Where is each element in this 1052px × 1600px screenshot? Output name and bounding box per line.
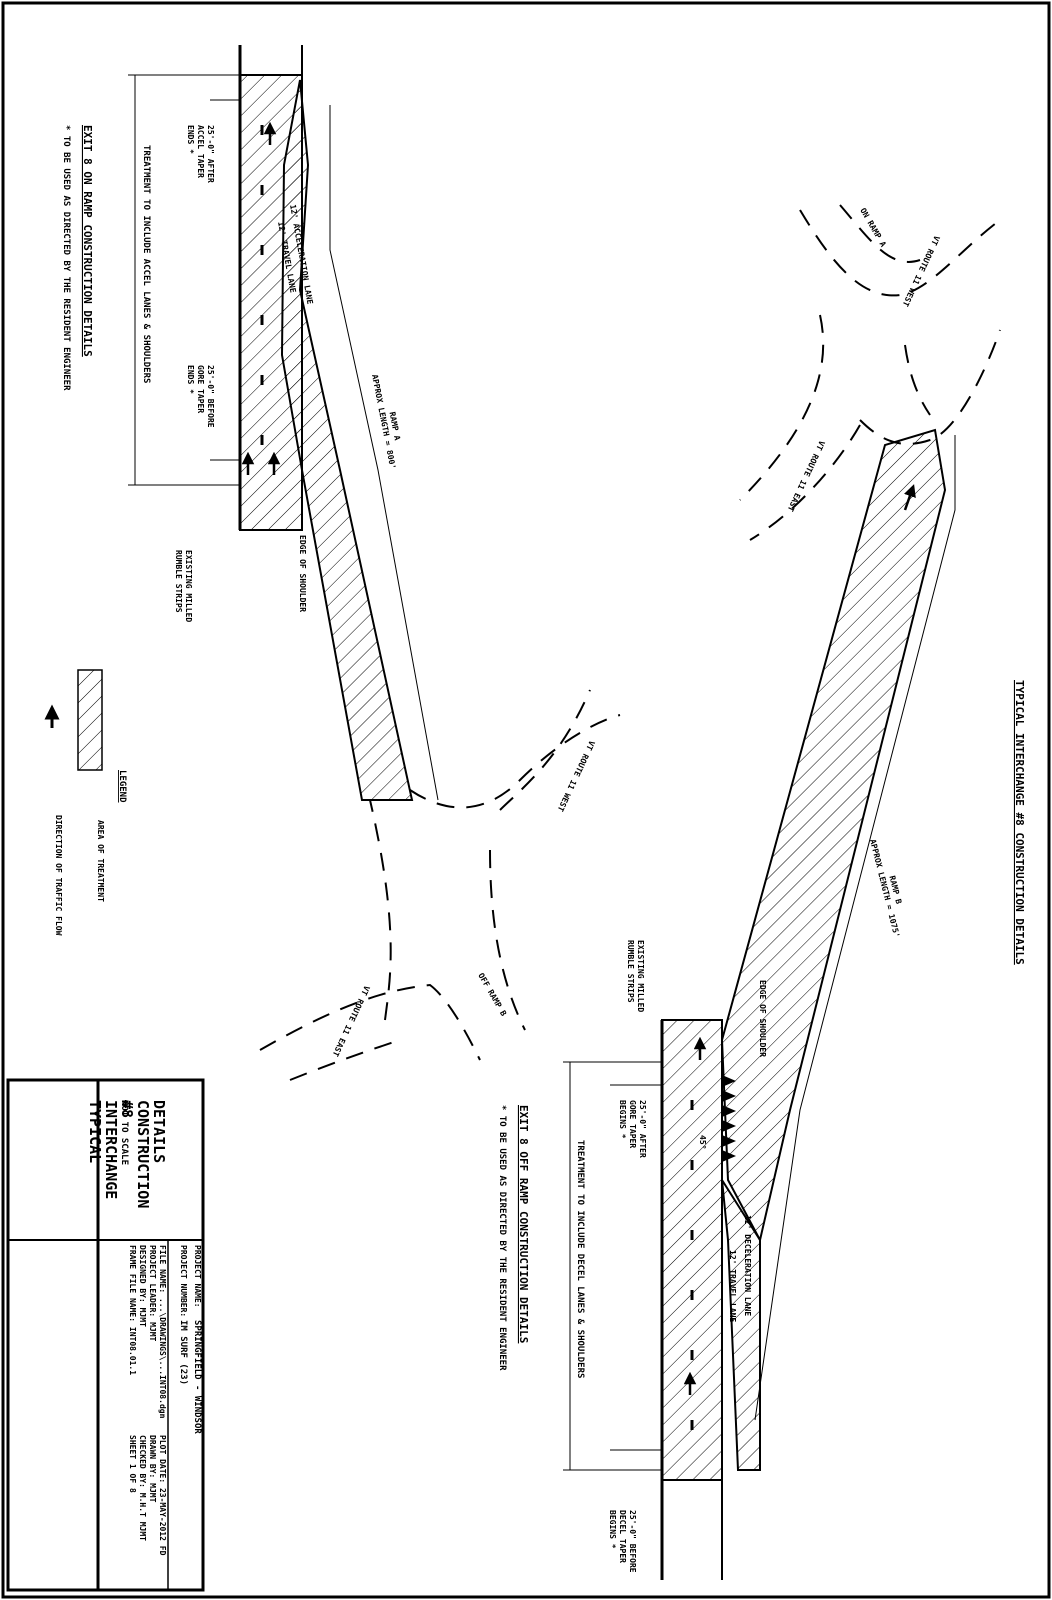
- rt11-east-lower: VT ROUTE 11 EAST: [331, 984, 372, 1058]
- designed-by: DESIGNED BY: MJMT: [138, 1245, 147, 1327]
- route-11-crossing-lower: [259, 689, 621, 1081]
- after-gore-label-1: 25'-0" AFTER: [638, 1100, 647, 1158]
- gore-chevrons: [722, 1075, 736, 1162]
- legend-direction-label: DIRECTION OF TRAFFIC FLOW: [54, 815, 63, 936]
- after-accel-label-2: ACCEL TAPER: [196, 125, 205, 178]
- rumble-a-label-1: EXISTING MILLED: [184, 550, 193, 622]
- file-name: FILE NAME: ...\DRAWINGS\...INT08.dgn: [158, 1245, 167, 1419]
- after-accel-label-1: 25'-0" AFTER: [206, 125, 215, 183]
- on-ramp-title: EXIT 8 ON RAMP CONSTRUCTION DETAILS: [81, 125, 94, 357]
- route-11-crossing-upper: [739, 204, 1001, 541]
- after-accel-label-3: ENDS *: [186, 125, 195, 154]
- title-line-4: CONSTRUCTION: [134, 1100, 152, 1208]
- on-ramp-a-label: ON RAMP A: [858, 207, 888, 249]
- project-number-label: PROJECT NUMBER:: [179, 1245, 188, 1317]
- rt11-west-lower: VT ROUTE 11 WEST: [556, 739, 597, 813]
- sheet-number: SHEET 1 OF 8: [128, 1435, 137, 1493]
- edge-shoulder-b-label: EDGE OF SHOULDER: [758, 980, 767, 1057]
- legend-area-label: AREA OF TREATMENT: [96, 820, 105, 902]
- rumble-a-label-2: RUMBLE STRIPS: [174, 550, 183, 613]
- project-leader: PROJECT LEADER: MJMT: [148, 1245, 157, 1342]
- rt11-west-upper: VT ROUTE 11 WEST: [901, 234, 942, 308]
- off-ramp-title: EXIT 8 OFF RAMP CONSTRUCTION DETAILS: [517, 1105, 530, 1343]
- title-line-1: TYPICAL: [86, 1100, 104, 1163]
- off-ramp-detail: [259, 428, 956, 1580]
- edge-shoulder-a-label: EDGE OF SHOULDER: [298, 535, 307, 612]
- scale-note: NOT TO SCALE: [119, 1100, 129, 1165]
- main-title: TYPICAL INTERCHANGE #8 CONSTRUCTION DETA…: [1013, 680, 1026, 965]
- after-gore-label-3: BEGINS *: [618, 1100, 627, 1139]
- ramp-b-treatment-area: [721, 1035, 761, 1471]
- drawn-by: DRAWN BY: MJMT: [148, 1435, 157, 1503]
- ramp-a-treatment-area: [280, 79, 414, 801]
- on-ramp-note: * TO BE USED AS DIRECTED BY THE RESIDENT…: [61, 125, 71, 391]
- ramp-b-band: [720, 428, 947, 1243]
- project-number: IM SURF (23): [178, 1320, 188, 1385]
- project-name-label: PROJECT NAME:: [193, 1245, 202, 1308]
- title-block: [6, 1078, 205, 1592]
- before-decel-label-1: 25'-0" BEFORE: [628, 1510, 637, 1573]
- frame-file: FRAME FILE NAME: INT08.01.1: [128, 1245, 137, 1375]
- title-line-3: #8: [118, 1100, 136, 1118]
- rt11-east-upper: VT ROUTE 11 EAST: [786, 439, 827, 513]
- rumble-b-label-2: RUMBLE STRIPS: [626, 940, 635, 1003]
- before-decel-label-2: DECEL TAPER: [618, 1510, 627, 1563]
- legend-title: LEGEND: [117, 770, 127, 803]
- before-gore-label-2: GORE TAPER: [196, 365, 205, 413]
- title-line-2: INTERCHANGE: [102, 1100, 120, 1199]
- off-ramp-b-label: OFF RAMP B: [476, 972, 508, 1018]
- title-line-5: DETAILS: [150, 1100, 168, 1163]
- decel-lane-label: 12' DECELERATION LANE: [743, 1215, 752, 1316]
- treat-decel-label: TREATMENT TO INCLUDE DECEL LANES & SHOUL…: [575, 1140, 585, 1378]
- treat-accel-label: TREATMENT TO INCLUDE ACCEL LANES & SHOUL…: [141, 145, 151, 383]
- angle-label: 45°: [698, 1135, 707, 1149]
- mainline-treatment-area-b: [661, 1019, 723, 1481]
- plot-date: PLOT DATE: 23-MAY-2012 FD: [158, 1435, 167, 1556]
- before-gore-label-3: ENDS *: [186, 365, 195, 394]
- checked-by: CHECKED BY: M.H.T MJMT: [138, 1435, 147, 1541]
- project-name: SPRINGFIELD - WINDSOR: [192, 1320, 202, 1434]
- main-title-text: TYPICAL INTERCHANGE #8 CONSTRUCTION DETA…: [1013, 680, 1026, 965]
- before-decel-label-3: BEGINS *: [608, 1510, 617, 1549]
- after-gore-label-2: GORE TAPER: [628, 1100, 637, 1148]
- before-gore-label-1: 25'-0" BEFORE: [206, 365, 215, 428]
- rumble-b-label-1: EXISTING MILLED: [636, 940, 645, 1012]
- off-ramp-note: * TO BE USED AS DIRECTED BY THE RESIDENT…: [497, 1105, 507, 1371]
- legend-hatch-swatch: [77, 669, 103, 771]
- traffic-direction-arrows: [241, 121, 916, 1395]
- travel-lane-b-label: 12' TRAVEL LANE: [728, 1250, 737, 1322]
- legend: [44, 669, 103, 771]
